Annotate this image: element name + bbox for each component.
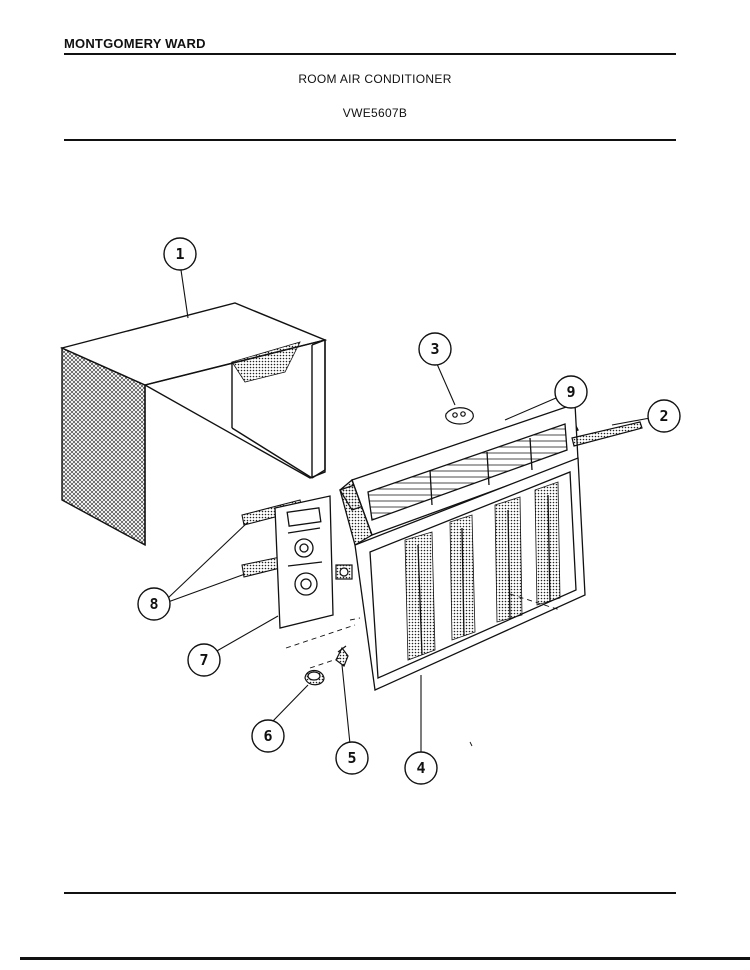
louver-panel-part [339,403,579,546]
header-rule-bottom [64,139,676,141]
callout-switch-small: 5 [335,741,369,775]
callout-label-strip-right: 2 [659,407,668,425]
clip-part [445,407,474,425]
callout-gaskets: 8 [137,587,171,621]
front-grille-part [354,457,586,691]
callout-label-louver-panel: 9 [566,383,575,401]
switch-part [335,645,349,667]
callout-control-knob: 6 [251,719,285,753]
callout-front-grille: 4 [404,751,438,785]
switch-mount [335,564,353,580]
document-title: ROOM AIR CONDITIONER [298,72,452,86]
leader-lines [167,269,651,754]
assembly-guide-lines [285,593,561,747]
side-strip-part [571,421,643,447]
callout-cabinet: 1 [163,237,197,271]
model-number: VWE5607B [342,106,408,120]
callout-label-cabinet: 1 [175,245,184,263]
callout-label-control-knob: 6 [263,727,272,745]
callout-louver-panel: 9 [554,375,588,409]
callout-control-panel: 7 [187,643,221,677]
callout-label-switch-small: 5 [347,749,356,767]
callout-label-gaskets: 8 [149,595,158,613]
page-edge-rule [20,957,750,960]
header-rule-top [64,53,676,55]
callout-clip: 3 [418,332,452,366]
control-knob-part [304,669,325,686]
callout-label-control-panel: 7 [199,651,208,669]
callout-label-clip: 3 [430,340,439,358]
callout-label-front-grille: 4 [416,759,425,777]
cabinet-part [59,302,328,547]
control-panel-part [274,495,334,629]
brand-label: MONTGOMERY WARD [64,36,206,51]
callout-strip-right: 2 [647,399,681,433]
footer-rule [64,892,676,894]
